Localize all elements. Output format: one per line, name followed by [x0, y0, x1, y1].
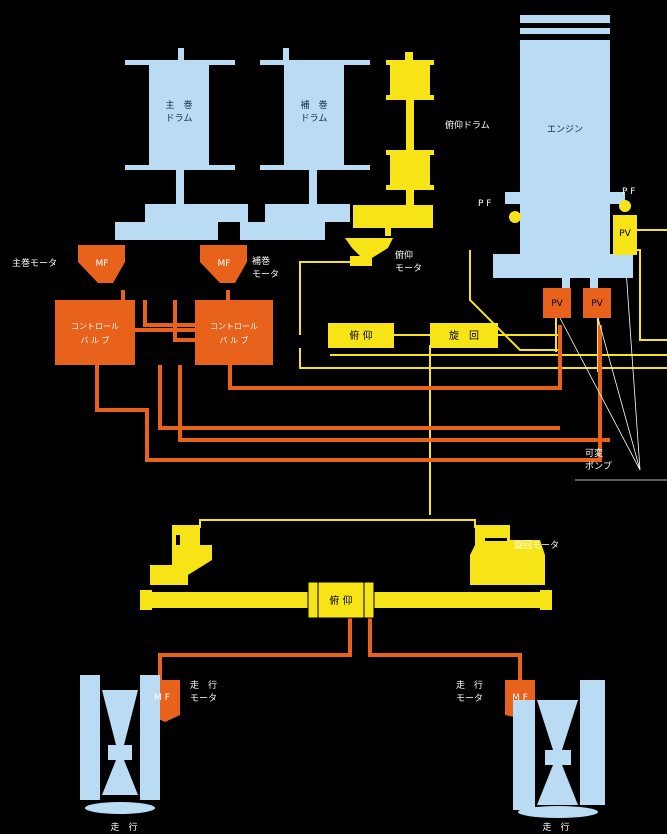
boom-drum [353, 52, 434, 236]
pv-right-pump [613, 215, 637, 255]
boom-motor-label-1: 俯仰 [395, 249, 413, 261]
pv-pump-2 [583, 288, 611, 318]
boom-drum-label: 俯仰ドラム [445, 119, 490, 131]
boom-box-label: 俯 仰 [349, 329, 372, 342]
right-wheel [513, 680, 605, 818]
control-valve-left-label-1: コントロール [71, 322, 119, 331]
travel-motor-right-label-1: 走 行 [456, 679, 483, 691]
pv-right-label: PV [619, 229, 631, 239]
mf-main-motor [78, 245, 125, 283]
aux-motor-label-2: モータ [252, 269, 279, 280]
travel-motor-left-label-1: 走 行 [190, 679, 217, 691]
main-motor-label: 主巻モータ [12, 257, 57, 269]
aux-motor-label-1: 補巻 [252, 255, 270, 267]
swing-control-box [430, 323, 498, 348]
aux-drum-label-2: ドラム [301, 113, 328, 124]
swing-box-label: 旋 回 [449, 329, 479, 342]
pf-right-marker [619, 200, 631, 212]
pv-pump-1-label: PV [551, 299, 563, 309]
travel-motor-right-label-2: モータ [456, 693, 483, 704]
left-wheel [80, 675, 160, 814]
orange-hydraulic-lines [95, 290, 610, 680]
swing-motor-right [470, 525, 545, 585]
swing-motor-left [150, 525, 212, 585]
mf-main-label: MF [96, 259, 109, 269]
pf-right-label: P F [622, 187, 635, 197]
travel-right-label: 走 行 [542, 821, 569, 833]
engine [493, 15, 633, 290]
aux-drum-label-1: 補 巻 [300, 99, 327, 111]
engine-label: エンジン [547, 125, 583, 135]
control-valve-right [195, 300, 273, 365]
pf-left-label: P F [478, 199, 491, 209]
boom-motor-label-2: モータ [395, 263, 422, 274]
control-valve-right-label-2: バ ル ブ [219, 335, 248, 345]
mf-right-travel-label: M F [512, 693, 528, 703]
boom-control-box [328, 323, 394, 348]
control-valve-left [55, 300, 135, 365]
boom-motor-shape [345, 238, 393, 266]
travel-left-label: 走 行 [110, 821, 137, 833]
variable-pump-label-2: ポンプ [585, 461, 612, 472]
swing-motor-label: 旋回モータ [514, 539, 559, 551]
travel-motor-left-label-2: モータ [190, 693, 217, 704]
control-valve-left-label-2: バ ル ブ [80, 335, 109, 345]
travel-shaft [140, 581, 552, 619]
mf-aux-motor [200, 245, 247, 283]
mf-aux-label: MF [218, 259, 231, 269]
main-drum-label-2: ドラム [166, 113, 193, 124]
main-drum-label-1: 主 巻 [165, 99, 192, 111]
pf-left-marker [509, 211, 521, 223]
pv-pump-2-label: PV [591, 299, 603, 309]
variable-pump-label-1: 可変 [585, 447, 603, 459]
mf-left-travel-label: M F [154, 693, 170, 703]
main-drum [65, 48, 248, 240]
center-box-label: 俯 仰 [329, 594, 352, 607]
control-valve-right-label-1: コントロール [210, 322, 258, 331]
pv-pump-1 [543, 288, 571, 318]
pump-pointer-lines [559, 254, 667, 481]
aux-drum [200, 48, 370, 240]
